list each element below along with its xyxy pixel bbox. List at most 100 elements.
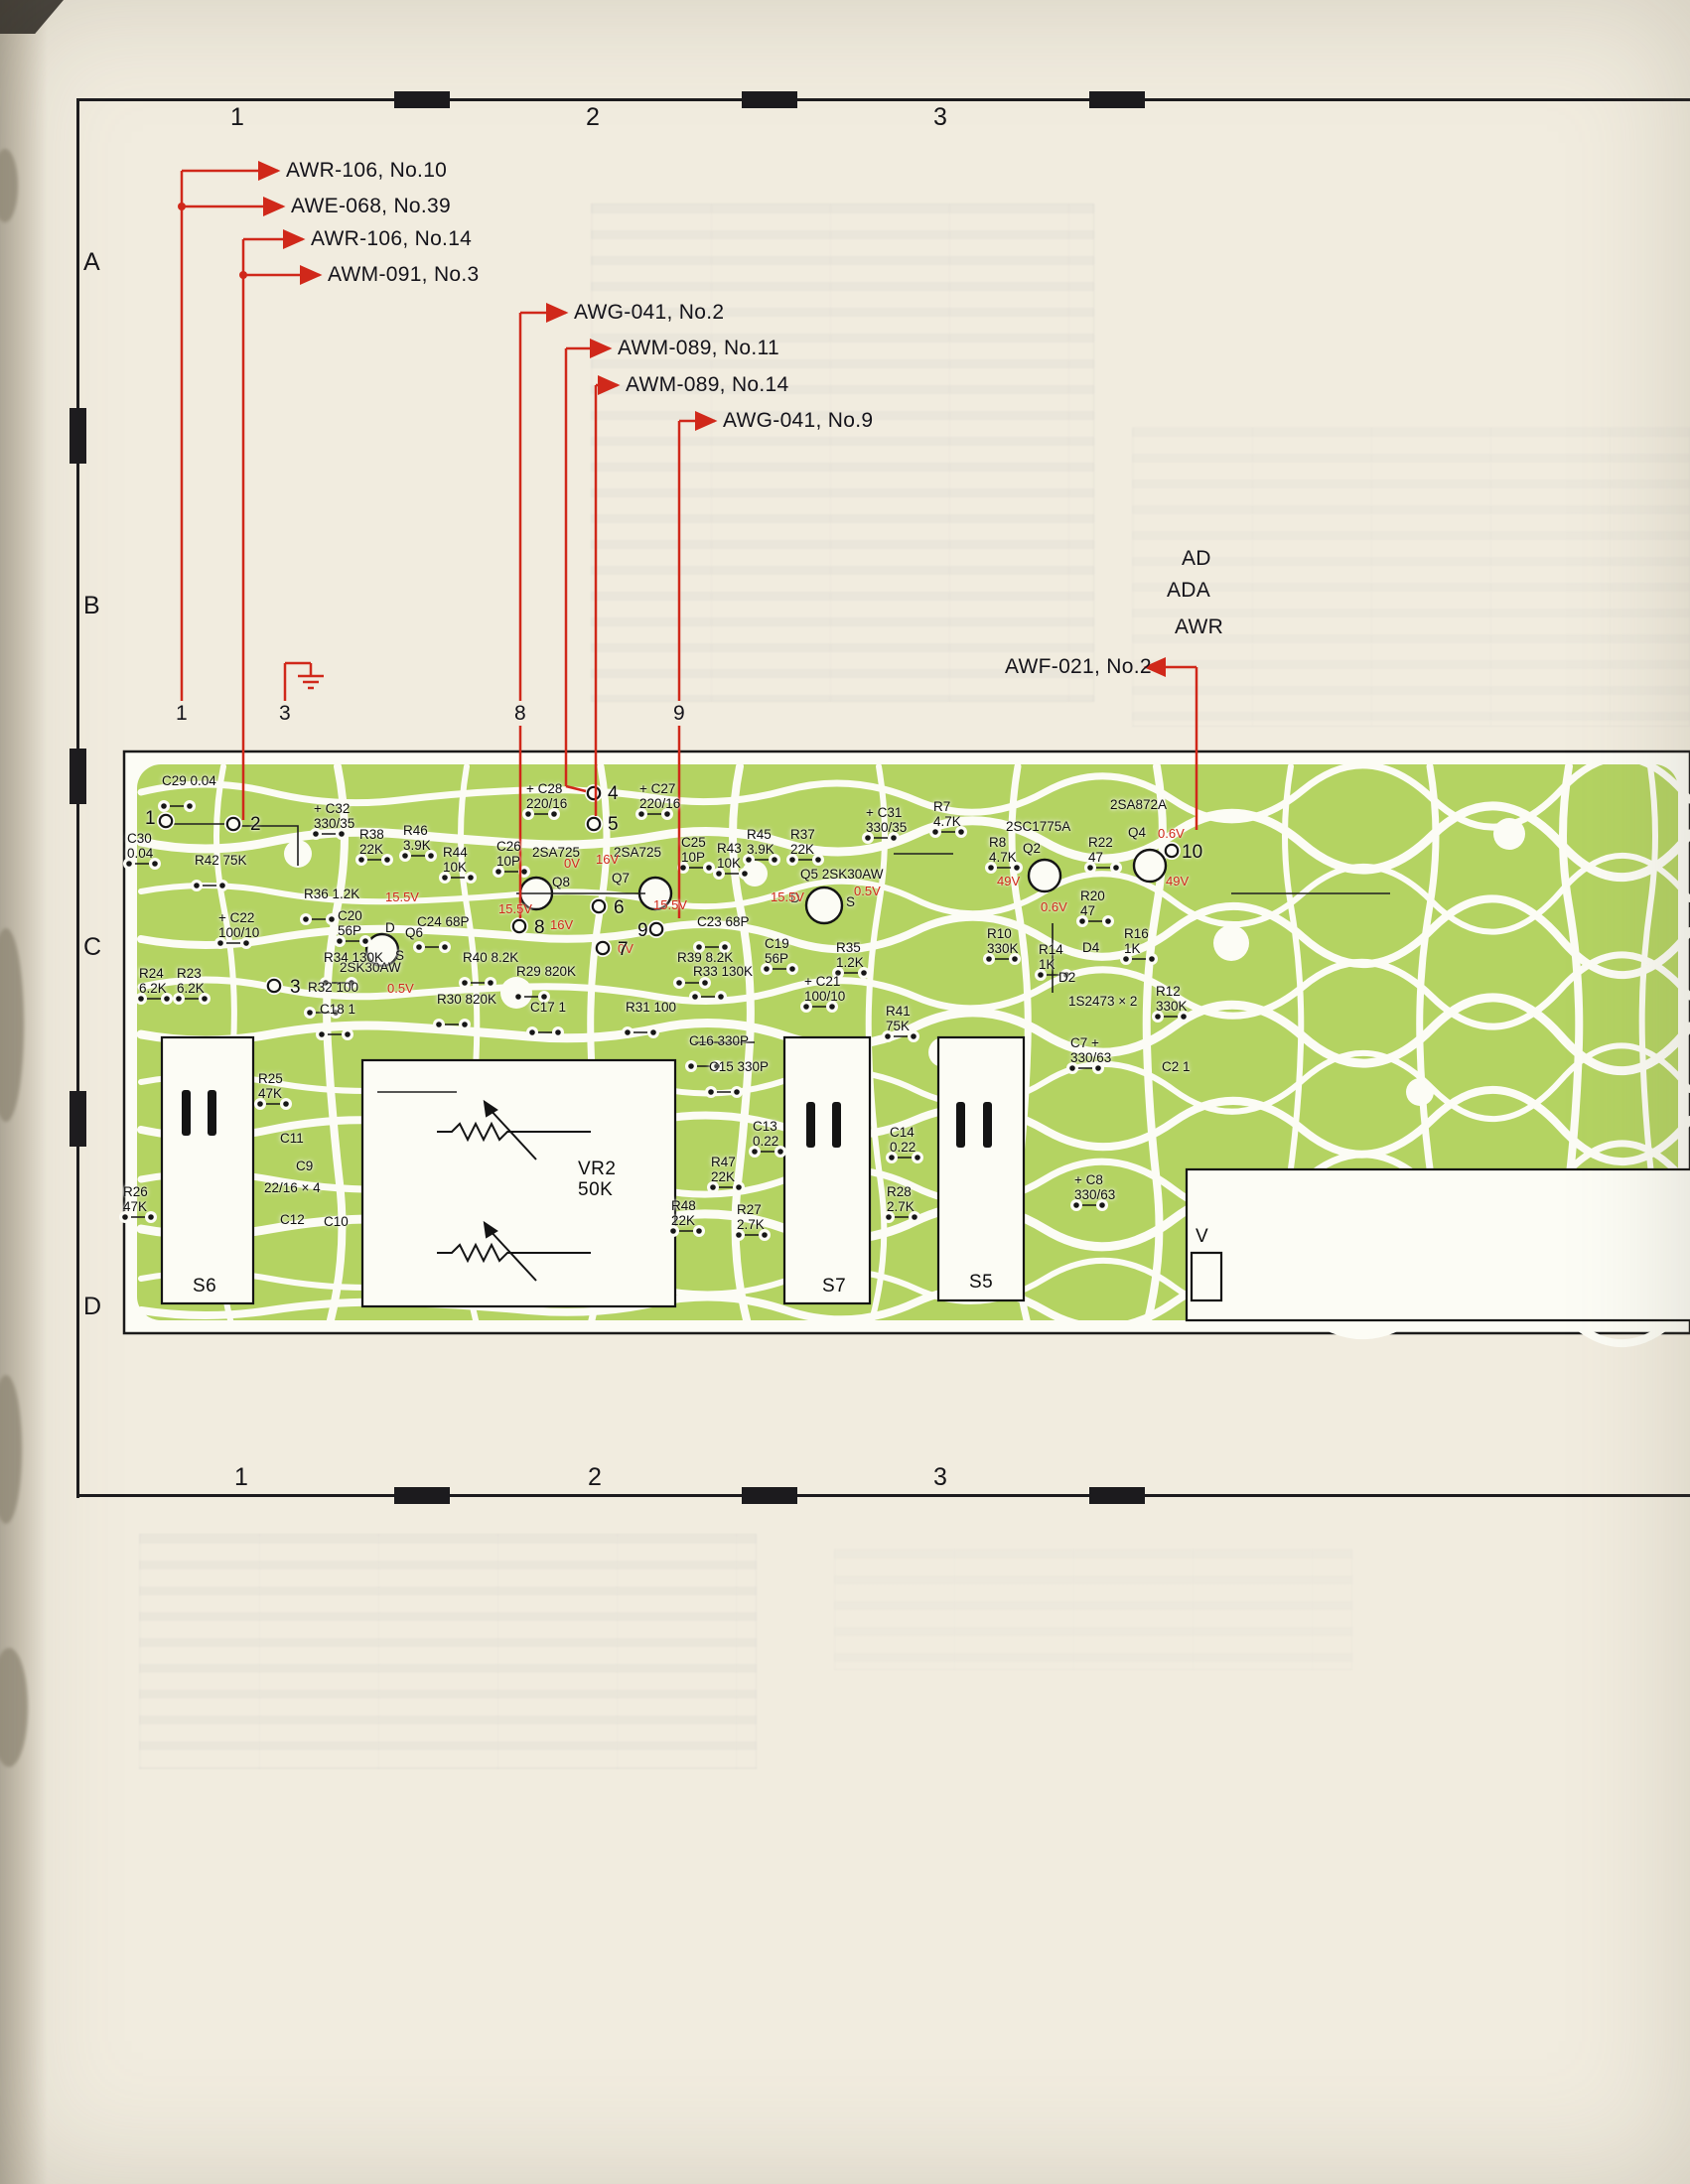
solder-pad bbox=[638, 811, 644, 817]
solder-pad bbox=[650, 1029, 656, 1035]
solder-pad bbox=[670, 1228, 676, 1234]
component-label: 1S2473 × 2 bbox=[1068, 994, 1138, 1009]
voltage-annotation: 0.5V bbox=[854, 884, 881, 898]
solder-pad bbox=[789, 966, 795, 972]
connector-pin-number: 8 bbox=[534, 917, 545, 938]
solder-pad bbox=[886, 1214, 892, 1220]
component-label: S5 bbox=[969, 1272, 994, 1293]
solder-pad bbox=[734, 1089, 740, 1095]
solder-pad bbox=[462, 980, 468, 986]
leader-pin-number: 1 bbox=[176, 702, 188, 725]
solder-pad bbox=[329, 916, 335, 922]
component-label: Q2 bbox=[1023, 841, 1042, 856]
solder-pad bbox=[736, 1184, 742, 1190]
voltage-annotation: 15.5V bbox=[771, 889, 804, 904]
solder-pad bbox=[706, 865, 712, 871]
voltage-annotation: 0.6V bbox=[1158, 826, 1185, 841]
solder-pad bbox=[777, 1149, 783, 1155]
solder-pad bbox=[803, 1004, 809, 1010]
grid-col-label: 3 bbox=[933, 103, 947, 131]
component-label: R12 330K bbox=[1156, 984, 1188, 1014]
solder-pad bbox=[664, 811, 670, 817]
solder-pad bbox=[176, 996, 182, 1002]
solder-pad bbox=[835, 970, 841, 976]
solder-pad bbox=[1105, 918, 1111, 924]
solder-pad bbox=[525, 811, 531, 817]
component-label: R36 1.2K bbox=[304, 887, 360, 901]
solder-pad bbox=[333, 1010, 339, 1016]
component-label: R39 8.2K bbox=[677, 950, 734, 965]
component-label: C10 bbox=[324, 1214, 349, 1229]
solder-pad bbox=[339, 831, 345, 837]
solder-pad bbox=[358, 857, 364, 863]
component-label: R34 130K bbox=[324, 950, 384, 965]
connector-pin-circle bbox=[1164, 843, 1180, 859]
component-label: S bbox=[395, 948, 405, 963]
wiring-lines bbox=[165, 823, 1390, 1093]
solder-pad bbox=[1155, 1014, 1161, 1020]
component-label: 2SA872A bbox=[1110, 797, 1168, 812]
solder-pad bbox=[283, 1101, 289, 1107]
solder-pad bbox=[384, 857, 390, 863]
component-label: R44 10K bbox=[443, 845, 468, 875]
voltage-annotation: 49V bbox=[1166, 874, 1190, 888]
grid-row-label: D bbox=[83, 1293, 102, 1320]
component-label: R42 75K bbox=[195, 853, 247, 868]
voltage-annotation: 15.5V bbox=[653, 897, 687, 912]
solder-pad bbox=[789, 857, 795, 863]
solder-pad bbox=[722, 944, 728, 950]
component-label: C11 bbox=[280, 1131, 304, 1146]
part-number-callout: AWE-068, No.39 bbox=[291, 195, 451, 217]
component-label: R41 75K bbox=[886, 1004, 911, 1033]
pcb-board bbox=[119, 750, 1690, 1347]
connector-pin-circle bbox=[511, 918, 527, 934]
solder-pad bbox=[307, 1010, 313, 1016]
solder-pad bbox=[345, 1031, 351, 1037]
voltage-annotation: 0.5V bbox=[387, 981, 414, 996]
solder-pad bbox=[243, 940, 249, 946]
component-label: R7 4.7K bbox=[933, 799, 961, 829]
solder-pad bbox=[891, 835, 897, 841]
component-label: C2 1 bbox=[1162, 1059, 1191, 1074]
solder-pad bbox=[702, 980, 708, 986]
solder-pad bbox=[764, 966, 770, 972]
component-label: + C27 220/16 bbox=[639, 781, 681, 811]
grid-col-label: 3 bbox=[933, 1463, 947, 1491]
component-label: 2SA725 bbox=[614, 845, 662, 860]
part-number-callout: AWG-041, No.9 bbox=[723, 409, 874, 432]
solder-pad bbox=[138, 996, 144, 1002]
component-label: D2 bbox=[1058, 970, 1076, 985]
solder-pad bbox=[555, 1029, 561, 1035]
potentiometer-symbols bbox=[437, 1099, 591, 1282]
solder-pad bbox=[676, 980, 682, 986]
component-label: C29 0.04 bbox=[162, 773, 216, 788]
grid-row-label: C bbox=[83, 933, 102, 961]
solder-pad bbox=[688, 1063, 694, 1069]
solder-pad bbox=[303, 916, 309, 922]
ground-symbol bbox=[285, 661, 324, 690]
connector-pin-circle bbox=[266, 978, 282, 994]
component-outline-boxes bbox=[160, 1035, 1690, 1322]
solder-pad bbox=[696, 944, 702, 950]
solder-pad bbox=[1012, 956, 1018, 962]
component-label: R35 1.2K bbox=[836, 940, 864, 970]
component-label: R8 4.7K bbox=[989, 835, 1017, 865]
solder-pad bbox=[202, 996, 208, 1002]
solder-pad bbox=[885, 1033, 891, 1039]
voltage-annotation: 0V bbox=[618, 941, 634, 956]
component-label: R33 130K bbox=[693, 964, 754, 979]
component-label: C25 10P bbox=[681, 835, 706, 865]
torn-paper-blob bbox=[0, 1375, 22, 1524]
solder-pad bbox=[718, 994, 724, 1000]
connector-pin-number: 7 bbox=[618, 939, 629, 960]
component-label: R14 1K bbox=[1039, 942, 1063, 972]
solder-pad bbox=[551, 811, 557, 817]
component-label: + C21 100/10 bbox=[804, 974, 846, 1004]
voltage-annotation: 0V bbox=[564, 856, 580, 871]
component-label: C15 330P bbox=[709, 1059, 770, 1074]
solder-pad bbox=[889, 1155, 895, 1160]
grid-col-label: 2 bbox=[586, 103, 600, 131]
solder-pad bbox=[541, 994, 547, 1000]
